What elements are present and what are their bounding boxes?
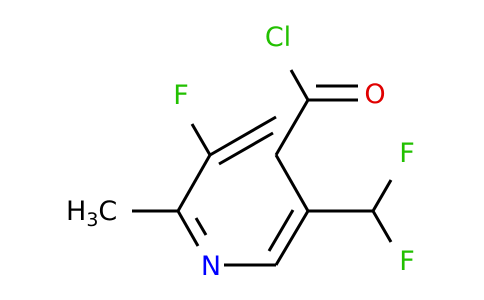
bond-carbonyl-cl: [289, 69, 310, 101]
methyl-h: H: [66, 196, 86, 227]
methyl-label: H3C: [66, 196, 117, 231]
fluorine-bottom-label: F: [399, 246, 415, 277]
bond-c6-c5: [274, 210, 310, 266]
chlorine-label: Cl: [265, 22, 291, 53]
bond-group: [132, 69, 393, 267]
bond-chf2-ftop: [371, 179, 393, 212]
methyl-c: C: [98, 196, 117, 227]
bond-c2-n: [176, 210, 200, 247]
bond-c2-n-inner: [194, 217, 208, 236]
bond-c4-carbonyl: [274, 99, 310, 156]
bond-chf2-fbottom: [371, 210, 393, 243]
bond-c4-c3: [209, 115, 277, 157]
bond-c3-c2: [176, 154, 212, 212]
fluorine-ring-label: F: [173, 80, 189, 111]
methyl-subscript: 3: [86, 209, 98, 231]
bond-c5-c4: [274, 154, 310, 212]
bond-c6-c5-inner: [267, 209, 295, 252]
oxygen-label: O: [364, 79, 385, 110]
bond-c4-c3-inner: [218, 131, 274, 166]
nitrogen-label: N: [201, 251, 221, 282]
fluorine-top-label: F: [399, 138, 415, 169]
bond-c3-f: [190, 123, 212, 156]
